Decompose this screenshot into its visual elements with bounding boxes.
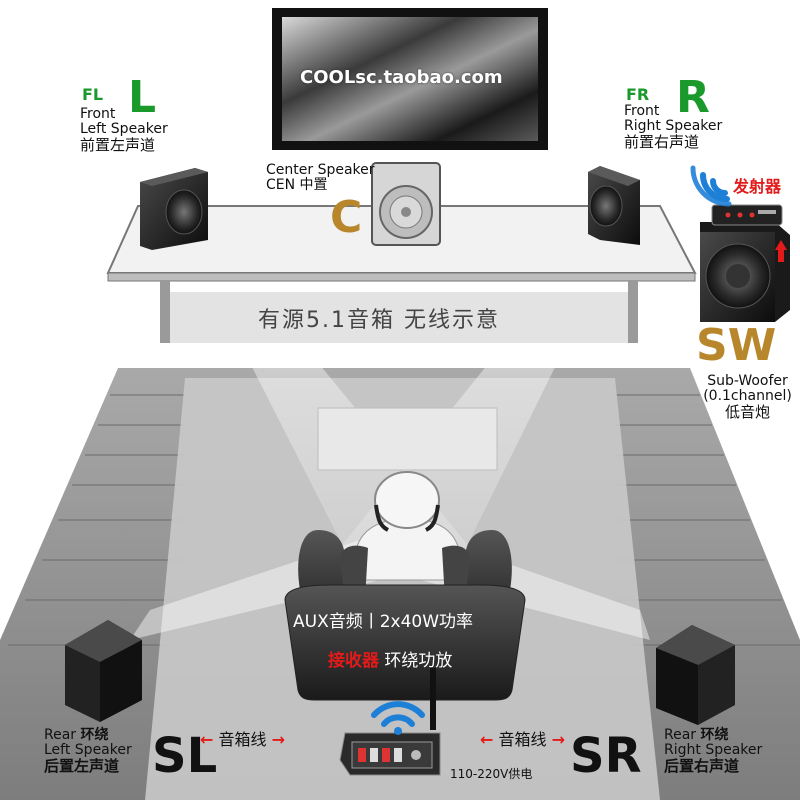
front-right-label: Front Right Speaker 前置右声道 — [624, 103, 723, 152]
front-left-label: Front Left Speaker 前置左声道 — [80, 106, 168, 155]
subwoofer-icon — [700, 204, 790, 322]
front-right-line3: 前置右声道 — [624, 133, 700, 152]
front-right-speaker-icon — [588, 166, 640, 245]
rear-left-label: Rear 环绕 Left Speaker 后置左声道 — [44, 727, 132, 776]
left-wire-arrow-left-icon: ← — [200, 730, 214, 749]
center-line2: CEN 中置 — [266, 178, 375, 193]
subwoofer-line3: 低音炮 — [724, 403, 770, 422]
rear-right-line1: Rear 环绕 — [664, 727, 762, 743]
rear-left-letter: SL — [152, 728, 218, 784]
surround-amp-label: 环绕功放 — [384, 651, 453, 671]
right-wire-text: 音箱线 — [498, 730, 547, 749]
tv-icon — [272, 8, 548, 150]
right-wire-arrow-left-icon: ← — [480, 730, 494, 749]
subwoofer-label: Sub-Woofer (0.1channel) 低音炮 — [700, 373, 795, 422]
rear-left-line2: Left Speaker — [44, 742, 132, 759]
rear-right-speaker-icon — [656, 625, 735, 725]
front-left-line3: 前置左声道 — [80, 136, 156, 155]
left-wire-text: 音箱线 — [218, 730, 267, 749]
front-left-letter: L — [128, 72, 157, 123]
rear-left-line1: Rear 环绕 — [44, 727, 132, 743]
right-wire-arrow-right-icon: → — [551, 730, 566, 749]
transmitter-wifi-icon — [690, 165, 732, 207]
tv-screen-text: COOLsc.taobao.com — [300, 67, 503, 88]
front-left-speaker-icon — [140, 168, 208, 250]
receiver-power-label: 110-220V供电 — [450, 767, 533, 781]
subwoofer-line1: Sub-Woofer — [707, 373, 788, 389]
receiver-icon — [339, 668, 441, 776]
receiver-wifi-icon — [371, 701, 425, 735]
rear-left-en: Rear — [44, 727, 77, 743]
center-letter: C — [330, 192, 363, 243]
banner-title: 有源5.1音箱 无线示意 — [258, 308, 500, 333]
left-wire-label: ← 音箱线 → — [200, 726, 285, 750]
center-speaker-icon — [371, 162, 441, 246]
center-line1: Center Speaker — [266, 162, 375, 178]
rear-left-cn: 环绕 — [80, 727, 109, 743]
subwoofer-line2: (0.1channel) — [703, 388, 792, 405]
front-right-letter: R — [676, 72, 710, 123]
subwoofer-letter: SW — [696, 320, 777, 371]
sofa-icon — [284, 530, 526, 701]
sofa-line2: 接收器 环绕功放 — [328, 652, 452, 670]
front-right-abbr: FR — [626, 85, 650, 104]
sofa-line1: AUX音频丨2x40W功率 — [293, 612, 474, 632]
rear-right-en: Rear — [664, 727, 697, 743]
front-left-line1: Front — [80, 106, 116, 122]
rear-left-line3: 后置左声道 — [44, 757, 120, 776]
rear-right-label: Rear 环绕 Right Speaker 后置右声道 — [664, 727, 763, 776]
transmitter-label: 发射器 — [733, 177, 782, 196]
rear-right-cn: 环绕 — [700, 727, 729, 743]
front-right-line1: Front — [624, 103, 660, 119]
front-right-line2: Right Speaker — [624, 118, 723, 135]
center-label: Center Speaker CEN 中置 — [266, 162, 375, 193]
person-icon — [353, 471, 462, 581]
center-cn: 中置 — [299, 177, 328, 194]
center-abbr: CEN — [266, 177, 296, 194]
right-wire-label: ← 音箱线 → — [480, 726, 565, 750]
front-left-line2: Left Speaker — [80, 121, 168, 138]
receiver-red-label: 接收器 — [328, 651, 379, 671]
rear-right-letter: SR — [570, 728, 642, 784]
front-left-abbr: FL — [82, 85, 104, 104]
rear-left-speaker-icon — [65, 620, 142, 722]
rear-right-line2: Right Speaker — [664, 742, 763, 759]
rear-right-line3: 后置右声道 — [664, 757, 740, 776]
left-wire-arrow-right-icon: → — [271, 730, 286, 749]
